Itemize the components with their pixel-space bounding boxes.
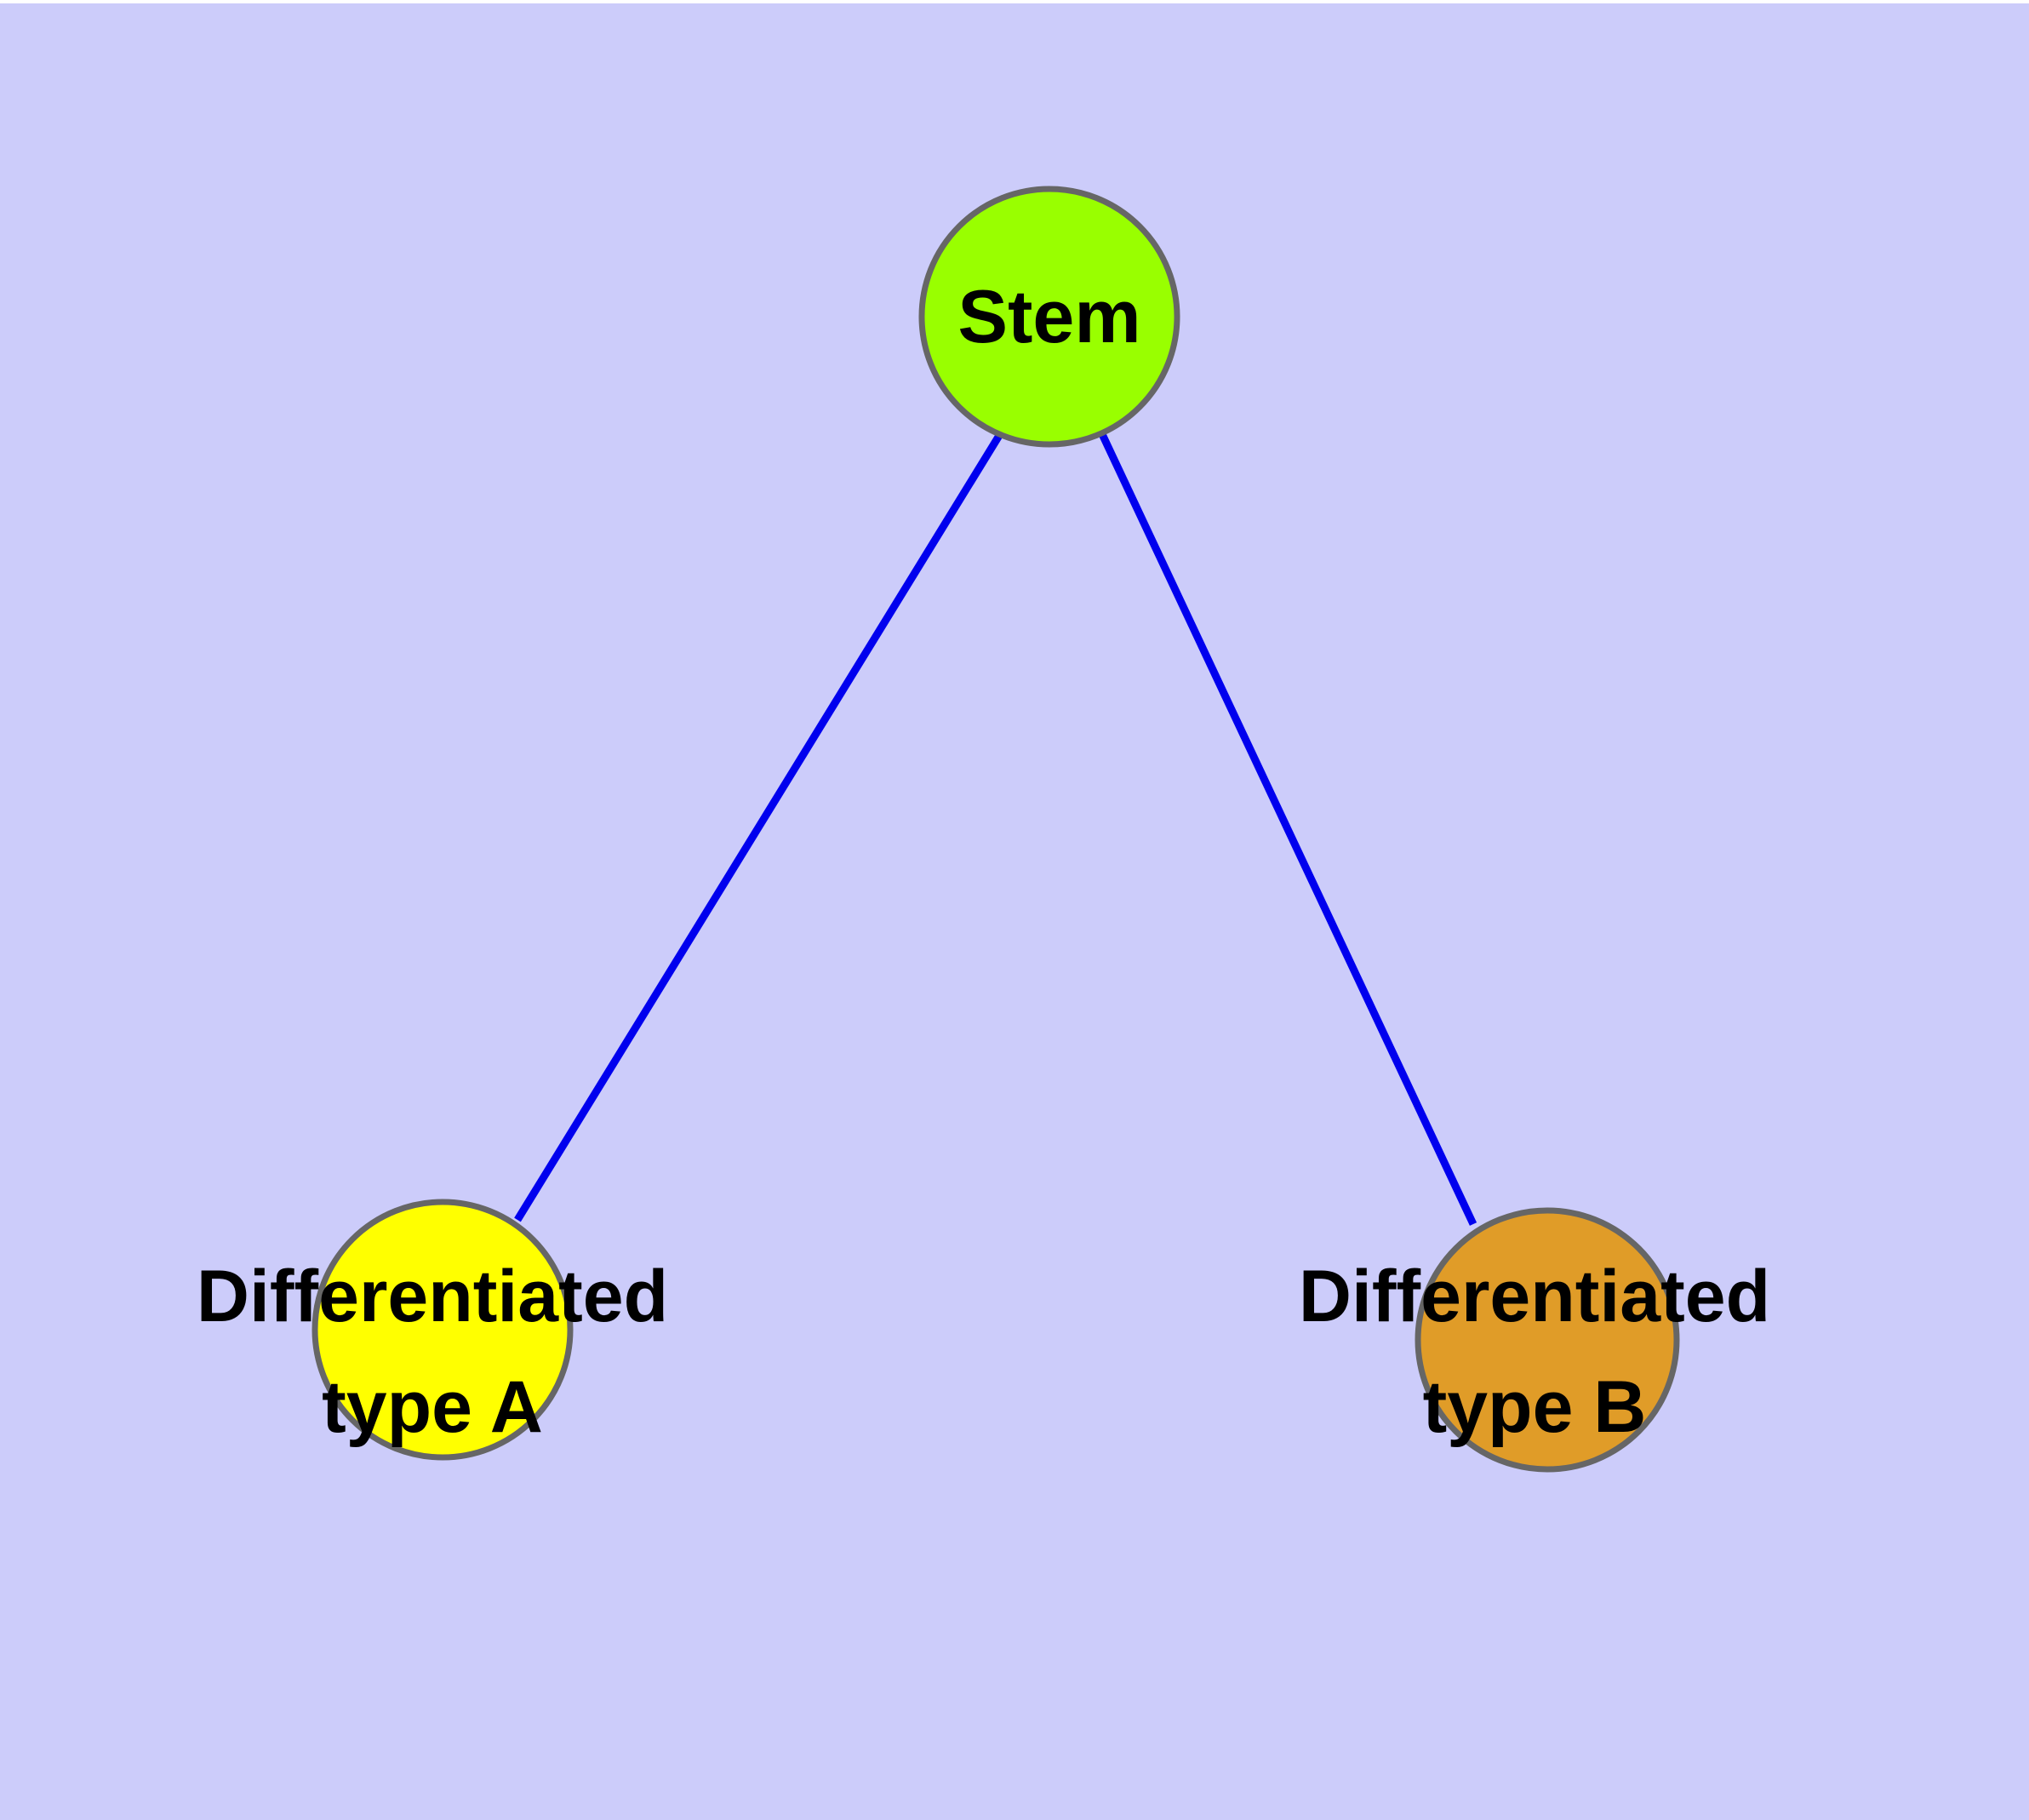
node-stem-circle[interactable] <box>918 186 1180 448</box>
edge-layer <box>514 432 1477 1226</box>
node-differentiated-type-a-circle[interactable] <box>311 1199 574 1461</box>
node-differentiated-type-b-circle[interactable] <box>1415 1207 1680 1473</box>
node-differentiated-type-a-label-line1: Differentiated <box>197 1256 668 1337</box>
node-differentiated-type-a-label-line2: type A <box>322 1366 543 1448</box>
node-stem-label: Stem <box>957 274 1140 358</box>
edge-stem-to-differentiated-type-b[interactable] <box>1098 432 1477 1226</box>
node-stem[interactable]: Stem <box>918 186 1180 448</box>
node-differentiated-type-b[interactable]: Differentiated type B <box>1299 1207 1770 1473</box>
edge-stem-to-differentiated-type-a[interactable] <box>514 432 1003 1222</box>
node-differentiated-type-a[interactable]: Differentiated type A <box>197 1199 668 1461</box>
node-differentiated-type-b-label-line1: Differentiated <box>1299 1256 1770 1337</box>
node-differentiated-type-b-label-line2: type B <box>1423 1366 1647 1448</box>
